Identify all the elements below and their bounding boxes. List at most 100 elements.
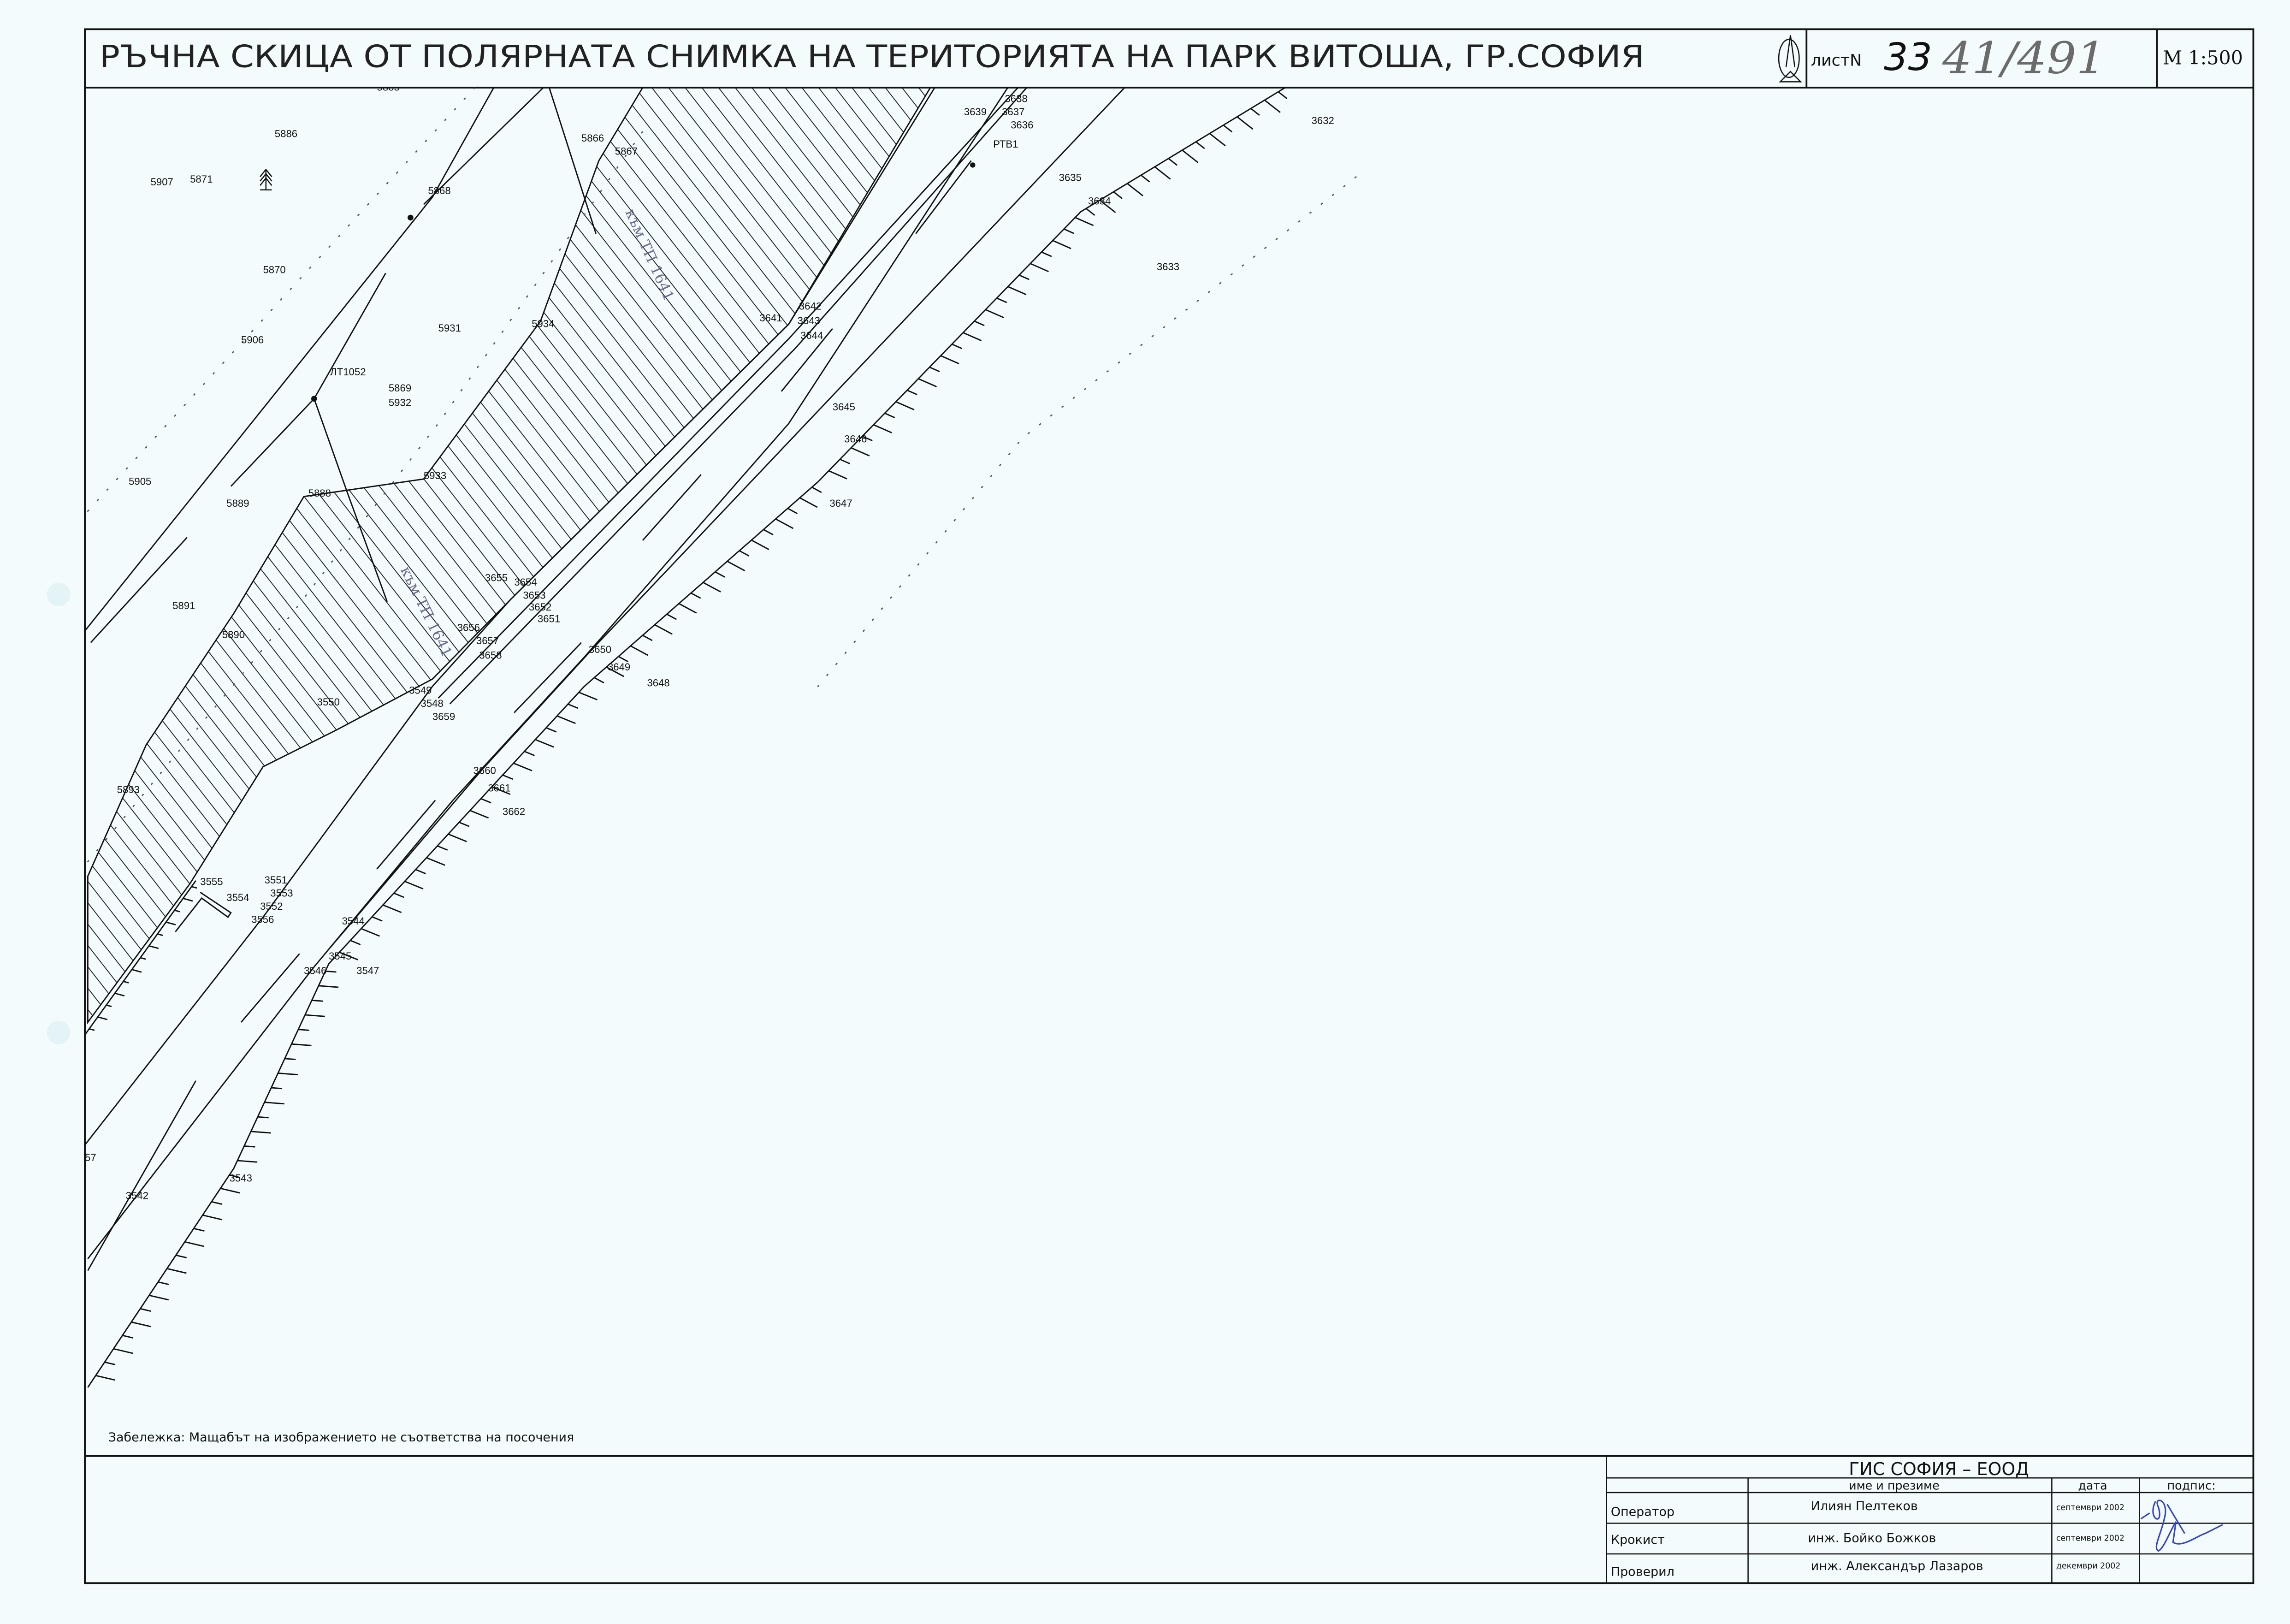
survey-marker (970, 162, 976, 168)
road-centerline-segment (781, 328, 833, 392)
survey-point-label: 3649 (608, 661, 630, 673)
embankment-tick (940, 355, 959, 365)
name-draftsman: инж. Бойко Божков (1808, 1531, 1936, 1546)
survey-point-label: 3655 (485, 572, 508, 584)
road-centerline-segment (915, 160, 972, 234)
embankment-tick (1195, 141, 1205, 149)
embankment-tick (131, 1321, 151, 1328)
embankment-tick (1182, 149, 1199, 163)
embankment-tick (1264, 100, 1281, 113)
embankment-tick (851, 447, 870, 456)
survey-point-label: 3550 (317, 696, 340, 708)
survey-point-label: 3656 (457, 622, 480, 633)
survey-point-label: 3661 (488, 782, 510, 794)
embankment-tick (1209, 133, 1226, 147)
embankment-tick (535, 739, 554, 748)
embankment-tick (1075, 217, 1094, 226)
embankment-tick (1007, 286, 1027, 296)
embankment-tick (193, 1227, 205, 1232)
survey-point-label: 3545 (329, 950, 351, 962)
role-draftsman: Крокист (1611, 1533, 1665, 1547)
survey-point-label: 5870 (263, 264, 285, 275)
embankment-tick (546, 727, 557, 733)
embankment-tick (415, 869, 426, 875)
embankment-tick (1052, 240, 1071, 249)
embankment-tick (556, 715, 576, 724)
sheet-number-handwritten: 41/491 (1942, 33, 2106, 83)
embankment-tick (491, 786, 511, 795)
embankment-tick (666, 613, 677, 620)
road-edge (85, 88, 935, 1146)
embankment-tick (513, 762, 533, 771)
punch-hole (47, 1020, 71, 1044)
embankment-tick (799, 497, 818, 508)
cable-line (313, 398, 388, 602)
embankment-tick (122, 1334, 134, 1339)
road-edge (328, 88, 1125, 950)
name-operator: Илиян Пелтеков (1811, 1499, 1918, 1513)
survey-point-label: 3634 (1088, 195, 1111, 207)
embankment-tick (271, 1087, 283, 1090)
survey-point-label: 57 (85, 1152, 96, 1163)
embankment-tick (594, 677, 604, 684)
embankment-tick (642, 634, 653, 641)
survey-point-label: 5866 (581, 132, 604, 144)
road-edge (438, 88, 1019, 699)
embankment-tick (298, 1029, 309, 1031)
column-header-signature: подпис: (2167, 1479, 2216, 1493)
embankment-tick (104, 1361, 116, 1365)
survey-point-label: 5890 (222, 629, 245, 640)
survey-point-label: 5885 (377, 81, 400, 93)
embankment-tick (339, 951, 358, 960)
sheet-title: РЪЧНА СКИЦА ОТ ПОЛЯРНАТА СНИМКА НА ТЕРИТ… (100, 39, 1645, 75)
embankment-tick (952, 344, 963, 350)
embankment-tick (437, 845, 448, 851)
survey-point-label: 3635 (1059, 172, 1082, 184)
embankment-tick (751, 539, 769, 551)
embankment-tick (176, 1254, 187, 1259)
survey-point-label: 3659 (432, 711, 455, 722)
embankment-tick (895, 401, 915, 410)
survey-point-label: 5888 (308, 487, 331, 499)
dotted-boundary (817, 174, 1359, 688)
embankment-tick (1099, 200, 1116, 213)
survey-point-label: 5933 (424, 470, 446, 481)
map-drawing: ЛТ1052 РТВ1 към ТП 1641 към ТП 1641 5885… (85, 81, 1359, 1388)
survey-point-label: 3650 (589, 644, 611, 655)
embankment-tick (149, 1294, 169, 1301)
survey-point-label: 3542 (126, 1190, 148, 1201)
date-draftsman: септември 2002 (2056, 1534, 2124, 1543)
embankment-tick (630, 645, 649, 656)
embankment-tick (211, 1201, 223, 1205)
survey-point-label: 3546 (304, 965, 326, 977)
embankment-tick (469, 810, 489, 819)
embankment-tick (361, 928, 380, 937)
survey-point-label: 3633 (1157, 261, 1179, 273)
role-operator: Оператор (1611, 1505, 1675, 1519)
survey-point-label: 5906 (241, 334, 264, 345)
map-scale: М 1:500 (2163, 47, 2243, 69)
embankment-tick (1018, 274, 1030, 280)
survey-point-label: 3638 (1005, 93, 1027, 105)
date-operator: септември 2002 (2056, 1503, 2124, 1512)
survey-point-label: 3555 (200, 876, 223, 887)
survey-point-label: 3639 (964, 106, 987, 118)
road-edge (85, 88, 495, 632)
embankment-tick (1064, 228, 1075, 234)
embankment-tick (974, 320, 985, 326)
survey-point-label: 3551 (265, 874, 287, 886)
embankment-tick (459, 821, 470, 827)
embankment-tick (448, 833, 467, 842)
embankment-ticks (89, 91, 1288, 1381)
embankment-tick (763, 529, 774, 535)
punch-hole (47, 582, 71, 606)
survey-point-label: 5869 (389, 382, 411, 394)
road-edge (449, 88, 1028, 705)
embankment-tick (862, 435, 873, 442)
embankment-tick (372, 916, 383, 922)
embankment-tick (191, 886, 197, 889)
embankment-tick (251, 1131, 271, 1134)
survey-point-label: 3644 (800, 330, 823, 341)
